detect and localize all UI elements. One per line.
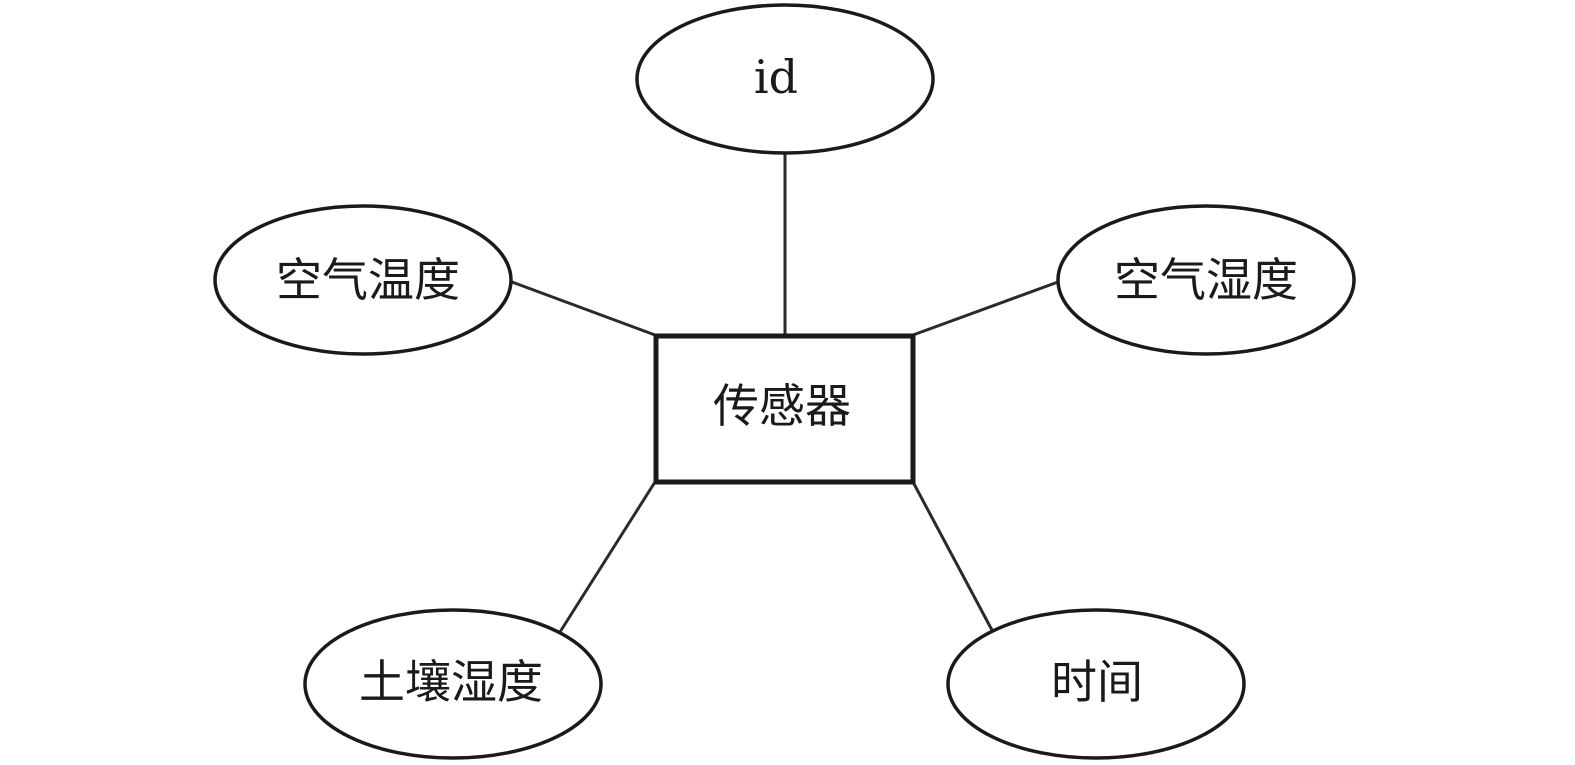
attribute-soil-moisture-label: 土壤湿度	[359, 655, 543, 709]
attribute-air-temperature: 空气温度	[213, 204, 513, 356]
connectors	[511, 152, 1059, 633]
attribute-id-label: id	[754, 50, 798, 104]
attribute-id: id	[635, 3, 935, 155]
connector-air-humidity	[912, 280, 1059, 337]
connector-time	[911, 481, 995, 633]
attribute-id-ellipse	[635, 3, 935, 155]
attribute-time-ellipse	[946, 608, 1246, 760]
entity-sensor: 传感器	[653, 333, 916, 485]
connector-soil-moisture	[558, 481, 657, 633]
attribute-air-temperature-ellipse	[213, 204, 513, 356]
attribute-time-label: 时间	[1051, 655, 1143, 709]
attribute-air-humidity-ellipse	[1056, 204, 1356, 356]
entity-sensor-label: 传感器	[713, 379, 851, 433]
attribute-soil-moisture-ellipse	[303, 608, 603, 760]
attribute-time: 时间	[946, 608, 1246, 760]
entity-sensor-box	[653, 333, 916, 485]
attribute-air-humidity-label: 空气湿度	[1114, 253, 1298, 307]
attribute-air-humidity: 空气湿度	[1056, 204, 1356, 356]
attribute-soil-moisture: 土壤湿度	[303, 608, 603, 760]
attribute-air-temperature-label: 空气温度	[276, 253, 460, 307]
connector-air-temperature	[511, 280, 656, 337]
